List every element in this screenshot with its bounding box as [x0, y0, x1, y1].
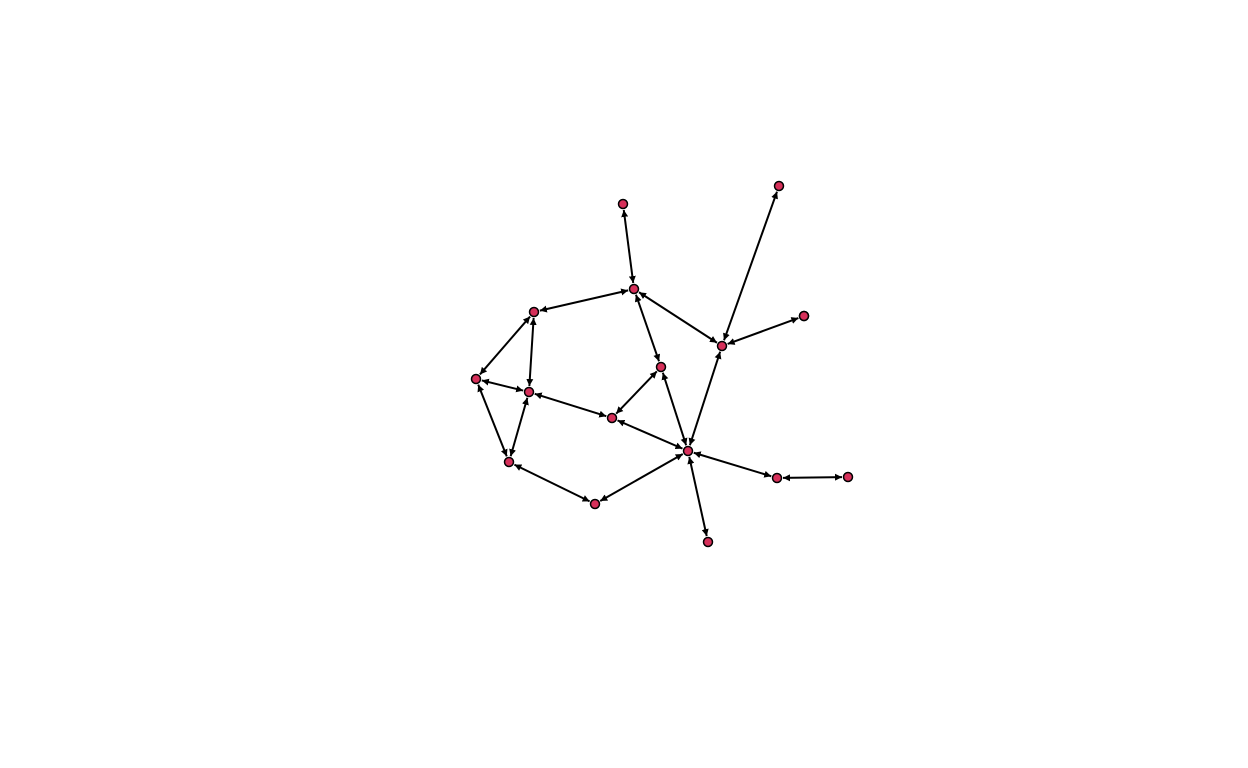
edge-n6-n9: [727, 317, 799, 345]
graph-node-n11: [503, 456, 515, 468]
edge-n1-n2: [621, 209, 636, 284]
graph-node-n2: [628, 283, 640, 295]
edge-n12-n13: [693, 451, 772, 478]
edge-n6-n3: [723, 191, 778, 341]
edge-n15-n12: [599, 453, 684, 502]
graph-node-n13: [771, 472, 783, 484]
edge-n8-n11: [509, 397, 529, 457]
graph-node-n6: [716, 340, 728, 352]
edges-layer: [477, 191, 843, 537]
edge-n7-n12: [661, 372, 688, 446]
edge-n6-n12: [688, 351, 722, 446]
graph-node-n15: [589, 498, 601, 510]
graph-node-n9: [798, 310, 810, 322]
graph-node-n10: [606, 412, 618, 424]
graph-node-n1: [617, 198, 629, 210]
graph-node-n12: [682, 445, 694, 457]
edge-n4-n5: [479, 315, 531, 376]
edge-n2-n4: [539, 288, 629, 313]
graph-node-n14: [842, 471, 854, 483]
graph-node-n8: [523, 386, 535, 398]
graph-node-n7: [655, 361, 667, 373]
graph-node-n4: [528, 306, 540, 318]
graph-node-n5: [470, 373, 482, 385]
edge-n12-n16: [687, 456, 709, 537]
edge-n7-n10: [615, 370, 658, 415]
nodes-layer: [470, 180, 854, 548]
graph-node-n3: [773, 180, 785, 192]
edge-n4-n8: [526, 317, 537, 387]
edge-n8-n10: [534, 392, 607, 418]
edge-n13-n14: [782, 473, 843, 482]
edge-n11-n15: [513, 463, 591, 503]
edge-n10-n12: [617, 419, 683, 450]
graph-node-n16: [702, 536, 714, 548]
edge-n2-n7: [634, 294, 661, 362]
edge-n5-n11: [477, 384, 508, 457]
edge-n8-n5: [481, 378, 524, 393]
